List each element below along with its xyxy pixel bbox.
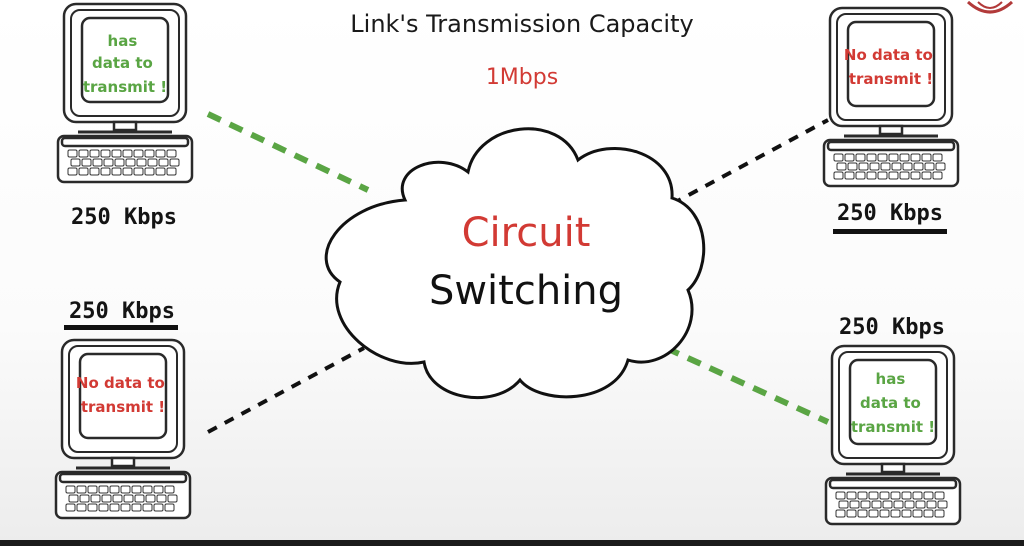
link-bottom-left [207, 346, 365, 434]
host-rate-bottom-right: 250 Kbps [839, 315, 945, 340]
cloud-icon [324, 127, 706, 400]
computer-top-left: has data to transmit ! [58, 4, 192, 182]
computer-icon [56, 340, 190, 518]
host-rate-bottom-left: 250 Kbps [69, 299, 175, 324]
link-bottom-right [664, 345, 830, 425]
host-rate-top-right: 250 Kbps [837, 201, 943, 226]
screen-status-text: No data to transmit ! [844, 46, 938, 88]
link-capacity: 1Mbps [486, 65, 558, 90]
logo-icon [966, 0, 1014, 14]
screen-status-text: No data to transmit ! [76, 374, 170, 416]
computer-bottom-right: has data to transmit ! [826, 346, 960, 524]
computer-top-right: No data to transmit ! [824, 8, 958, 186]
computer-icon [824, 8, 958, 186]
cloud-label-switching: Switching [429, 268, 623, 314]
screen-status-text: has data to transmit ! [83, 32, 167, 96]
link-top-left [206, 111, 370, 193]
link-top-right [671, 118, 829, 206]
bottom-bar [0, 540, 1024, 546]
computer-bottom-left: No data to transmit ! [56, 340, 190, 518]
rate-underline [833, 229, 947, 234]
rate-underline [64, 325, 178, 330]
cloud-label-circuit: Circuit [462, 210, 591, 256]
diagram-title: Link's Transmission Capacity [350, 10, 693, 38]
screen-status-text: has data to transmit ! [851, 370, 935, 436]
host-rate-top-left: 250 Kbps [71, 205, 177, 230]
